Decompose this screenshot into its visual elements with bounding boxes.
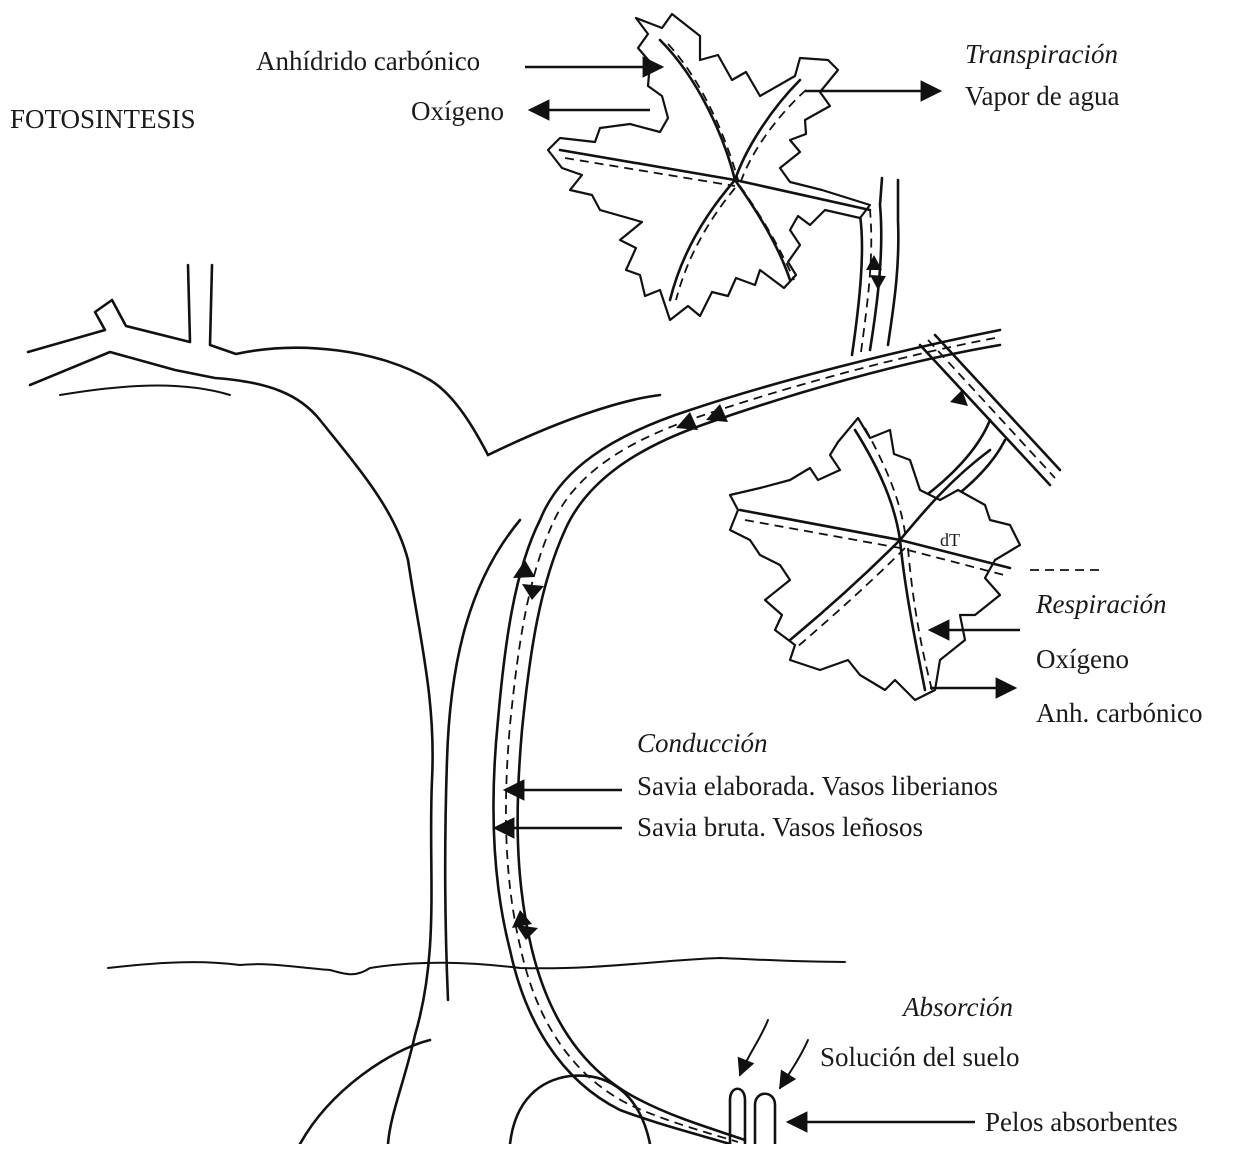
roots	[300, 1040, 650, 1144]
ground-line	[108, 958, 845, 974]
savia-bruta-label: Savia bruta. Vasos leñosos	[637, 812, 923, 842]
root-hairs	[730, 1020, 808, 1144]
absorcion-label: Absorción	[901, 992, 1013, 1022]
transpiracion-label: Transpiración	[965, 39, 1118, 69]
fotosintesis-label: FOTOSINTESIS	[10, 104, 196, 134]
lower-leaf: dT	[730, 418, 1020, 700]
savia-elaborada-label: Savia elaborada. Vasos liberianos	[637, 771, 998, 801]
solucion-del-suelo-label: Solución del suelo	[820, 1042, 1019, 1072]
upper-leaf	[548, 14, 870, 320]
anh-carbonico-label: Anh. carbónico	[1036, 698, 1202, 728]
oxigeno-resp-label: Oxígeno	[1036, 644, 1129, 674]
pelos-absorbentes-label: Pelos absorbentes	[985, 1107, 1178, 1137]
tree-outline	[28, 265, 660, 1144]
conduccion-label: Conducción	[637, 728, 767, 758]
lower-petiole	[920, 335, 1060, 515]
leaf-mark: dT	[940, 530, 960, 550]
vapor-de-agua-label: Vapor de agua	[965, 81, 1119, 111]
anhidrido-carbonico-label: Anhídrido carbónico	[256, 46, 480, 76]
respiracion-label: Respiración	[1035, 589, 1166, 619]
oxigeno-top-label: Oxígeno	[411, 96, 504, 126]
